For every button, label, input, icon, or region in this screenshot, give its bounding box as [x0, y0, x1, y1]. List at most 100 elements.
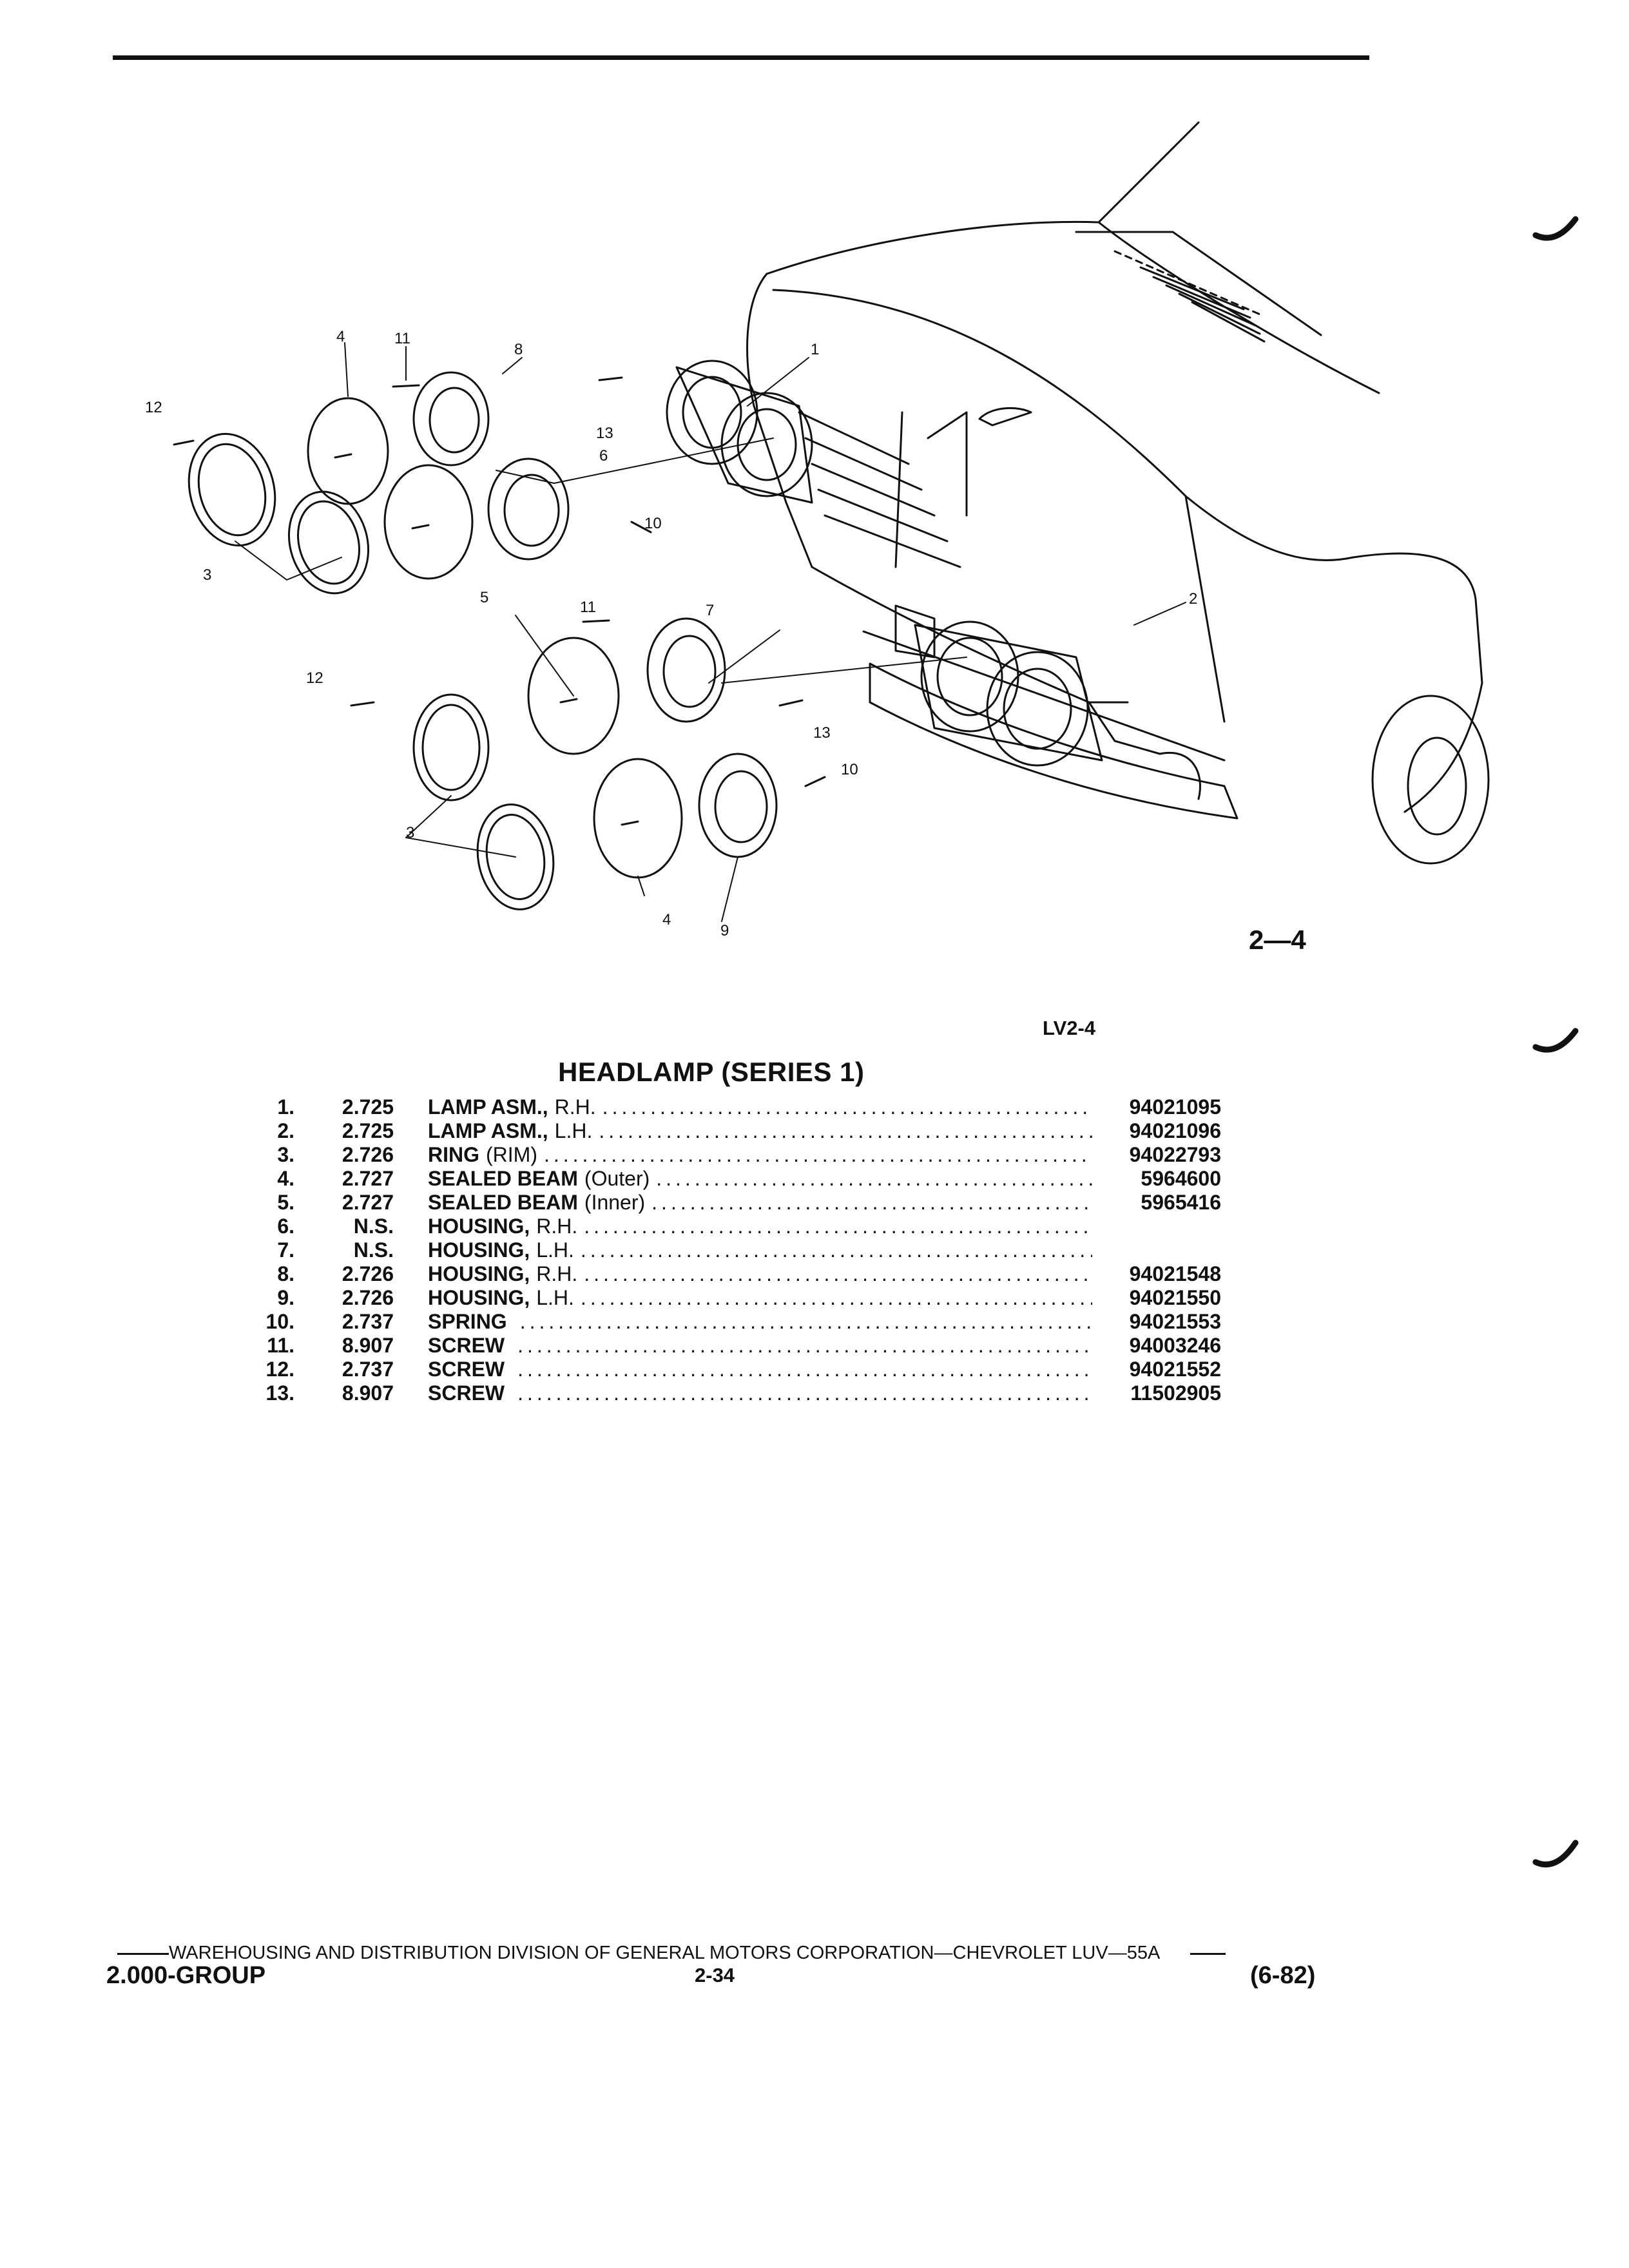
group-number: 2.725 — [342, 1119, 394, 1142]
dot-leader — [599, 1119, 1092, 1143]
dot-leader — [517, 1334, 1092, 1358]
group-number: 8.907 — [342, 1334, 394, 1357]
part-number: 94022793 — [1129, 1143, 1221, 1166]
part-number: 94021553 — [1129, 1310, 1221, 1333]
group-number: 2.726 — [342, 1262, 394, 1285]
part-qualifier: L.H. — [536, 1286, 574, 1309]
part-number: 5964600 — [1141, 1167, 1221, 1190]
part-qualifier: R.H. — [554, 1095, 596, 1119]
part-qualifier: R.H. — [536, 1262, 578, 1285]
group-number: 2.737 — [342, 1310, 394, 1333]
parts-row: 11. 8.907 SCREW 94003246 — [242, 1334, 1221, 1358]
dot-leader — [581, 1238, 1092, 1262]
item-number: 10. — [265, 1310, 294, 1333]
footer-rule-left — [117, 1952, 169, 1955]
part-name: HOUSING, — [428, 1238, 530, 1262]
callout-5: 5 — [480, 589, 488, 606]
callout-10-upper: 10 — [644, 515, 662, 532]
callout-13-lower: 13 — [813, 724, 831, 742]
group-number: 2.726 — [342, 1143, 394, 1166]
parts-row: 13.8.907SCREW11502905 — [242, 1381, 1221, 1405]
item-number: 12. — [265, 1358, 294, 1381]
part-description: HOUSING,L.H. — [428, 1238, 1092, 1262]
parts-row: 1. 2.725 LAMP ASM.,R.H. 94021095 — [242, 1095, 1221, 1119]
part-qualifier: (Outer) — [584, 1167, 650, 1190]
callout-13-upper: 13 — [596, 425, 613, 442]
part-description: SEALED BEAM(Inner) — [428, 1191, 1092, 1215]
callout-3-upper: 3 — [203, 566, 211, 584]
footer-date: (6-82) — [1250, 1962, 1316, 1989]
item-number: 1. — [277, 1095, 294, 1119]
figure-code: LV2-4 — [1043, 1017, 1096, 1039]
parts-row: 7.N.S.HOUSING,L.H. — [242, 1238, 1221, 1262]
dot-leader — [584, 1262, 1092, 1286]
item-number: 2. — [277, 1119, 294, 1142]
dot-leader — [584, 1215, 1092, 1238]
part-description: HOUSING, L.H. — [428, 1286, 1092, 1310]
part-qualifier: R.H. — [536, 1215, 578, 1238]
footer-rule-right — [1190, 1952, 1226, 1955]
item-number: 3. — [277, 1143, 294, 1166]
part-name: SEALED BEAM — [428, 1191, 578, 1214]
group-number: N.S. — [353, 1215, 394, 1238]
parts-row: 3. 2.726 RING (RIM) 94022793 — [242, 1143, 1221, 1167]
part-number: 94021095 — [1129, 1095, 1221, 1119]
page-number: 2-34 — [695, 1964, 735, 1986]
callout-1: 1 — [811, 341, 819, 358]
part-name: HOUSING, — [428, 1286, 530, 1309]
part-qualifier: L.H. — [536, 1238, 574, 1262]
part-name: SCREW — [428, 1381, 505, 1405]
group-number: 2.727 — [342, 1167, 394, 1190]
item-number: 11. — [267, 1334, 294, 1357]
part-description: SCREW — [428, 1381, 1092, 1405]
section-title: HEADLAMP (SERIES 1) — [558, 1057, 865, 1087]
part-name: HOUSING, — [428, 1262, 530, 1285]
dot-leader — [517, 1381, 1092, 1405]
group-number: 2.727 — [342, 1191, 394, 1214]
part-description: SCREW — [428, 1358, 1092, 1381]
group-number: N.S. — [353, 1238, 394, 1262]
callout-11-upper: 11 — [394, 330, 410, 347]
callout-9: 9 — [720, 922, 729, 939]
upper-lamp-parts — [173, 371, 652, 595]
dot-leader — [602, 1095, 1092, 1119]
parts-row: 12. 2.737 SCREW 94021552 — [242, 1358, 1221, 1381]
footer-publisher-line: WAREHOUSING AND DISTRIBUTION DIVISION OF… — [117, 1943, 1226, 1964]
part-name: SCREW — [428, 1358, 505, 1381]
dot-leader — [517, 1358, 1092, 1381]
callout-12-upper: 12 — [145, 399, 162, 416]
vehicle-front — [746, 121, 1490, 865]
group-number: 2.737 — [342, 1358, 394, 1381]
mounted-housings — [666, 360, 1103, 767]
callout-4-upper: 4 — [336, 328, 345, 345]
parts-row: 10. 2.737 SPRING 94021553 — [242, 1310, 1221, 1334]
part-name: RING — [428, 1143, 479, 1166]
part-number: 94021552 — [1129, 1358, 1221, 1381]
part-description: LAMP ASM.,R.H. — [428, 1095, 1092, 1119]
part-number: 11502905 — [1130, 1381, 1221, 1405]
binder-mark-2 — [1532, 1028, 1579, 1053]
part-qualifier: (RIM) — [486, 1143, 537, 1166]
callout-7: 7 — [706, 602, 714, 619]
callout-8: 8 — [514, 341, 523, 358]
part-description: SPRING — [428, 1310, 1092, 1334]
dot-leader — [651, 1191, 1092, 1215]
part-name: SEALED BEAM — [428, 1167, 578, 1190]
callout-4-lower: 4 — [662, 911, 671, 928]
group-number: 2.725 — [342, 1095, 394, 1119]
parts-row: 4. 2.727 SEALED BEAM (Outer) 5964600 — [242, 1167, 1221, 1191]
headlamp-exploded-illustration: 4 11 8 1 2 12 13 6 10 3 5 11 7 12 13 10 … — [145, 121, 1490, 939]
part-number: 94021548 — [1129, 1262, 1221, 1285]
top-rule — [113, 55, 1369, 60]
part-description: SCREW — [428, 1334, 1092, 1358]
part-number: 94003246 — [1129, 1334, 1221, 1357]
item-number: 13. — [265, 1381, 294, 1405]
parts-row: 6.N.S.HOUSING,R.H. — [242, 1215, 1221, 1238]
callout-12-lower: 12 — [306, 669, 323, 687]
dot-leader — [656, 1167, 1092, 1191]
item-number: 4. — [277, 1167, 294, 1190]
part-description: SEALED BEAM (Outer) — [428, 1167, 1092, 1191]
